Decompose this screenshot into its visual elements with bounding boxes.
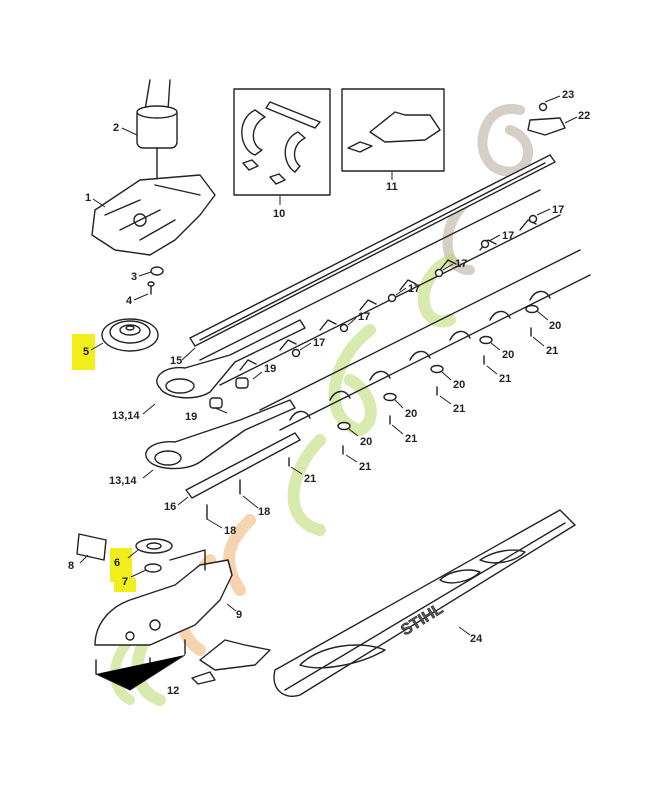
label-7: 7	[122, 576, 128, 588]
label-17d: 17	[408, 283, 420, 295]
label-17b: 17	[502, 230, 514, 242]
label-16: 16	[164, 501, 176, 513]
label-21d: 21	[405, 433, 417, 445]
label-17e: 17	[358, 311, 370, 323]
label-11: 11	[386, 181, 398, 193]
nuts-17	[291, 214, 538, 358]
label-15: 15	[170, 355, 182, 367]
screw-4	[147, 281, 155, 295]
label-17a: 17	[552, 204, 564, 216]
gearbox-housing	[91, 174, 216, 256]
electric-motor	[136, 79, 178, 181]
plate-8	[76, 533, 107, 561]
label-8: 8	[68, 560, 74, 572]
connecting-rod-lower	[145, 399, 296, 470]
callout-labels: 2 1 3 4 5 6 7 8 9 10 11 12 13,14 13,14 1…	[68, 89, 590, 697]
washers-20	[337, 304, 539, 431]
gasket	[199, 639, 271, 671]
washer-3	[150, 266, 164, 276]
label-22: 22	[578, 110, 590, 122]
label-21e: 21	[359, 461, 371, 473]
label-20a: 20	[549, 320, 561, 332]
label-20e: 20	[360, 436, 372, 448]
screws-18	[206, 479, 241, 520]
blade-guard: STIHL	[273, 509, 576, 697]
label-1: 1	[85, 192, 91, 204]
plate-16	[185, 432, 301, 499]
highlight-6-7-lower	[114, 578, 136, 592]
gear-wheel	[101, 318, 159, 352]
gasket-kit-box	[341, 88, 445, 180]
label-21c: 21	[453, 403, 465, 415]
guide-rail	[189, 154, 556, 347]
label-19b: 19	[185, 411, 197, 423]
sleeve-19a	[235, 377, 249, 389]
label-18a: 18	[258, 506, 270, 518]
foam-kit-box	[233, 88, 331, 205]
label-12: 12	[167, 685, 179, 697]
label-19a: 19	[264, 363, 276, 375]
label-21b: 21	[499, 373, 511, 385]
label-23: 23	[562, 89, 574, 101]
screws-21	[288, 327, 532, 467]
end-plate-22	[527, 117, 566, 136]
label-24: 24	[470, 633, 483, 645]
label-21a: 21	[546, 345, 558, 357]
housing-cover	[94, 549, 233, 646]
label-13-14-lower: 13,14	[109, 475, 137, 487]
label-17c: 17	[455, 258, 467, 270]
label-2: 2	[113, 122, 119, 134]
sleeve-19b	[209, 397, 223, 409]
label-9: 9	[236, 609, 242, 621]
label-18b: 18	[224, 525, 236, 537]
leader-lines	[79, 95, 578, 636]
label-6: 6	[114, 557, 120, 569]
label-21f: 21	[304, 473, 316, 485]
label-4: 4	[126, 295, 133, 307]
label-10: 10	[273, 208, 285, 220]
label-13-14-upper: 13,14	[112, 410, 140, 422]
label-20b: 20	[502, 349, 514, 361]
label-20c: 20	[453, 379, 465, 391]
ring-7	[144, 563, 162, 573]
connecting-rod-upper	[156, 319, 306, 399]
label-3: 3	[131, 271, 137, 283]
highlight-5	[72, 334, 95, 370]
label-17f: 17	[313, 337, 325, 349]
blade-lower	[259, 249, 591, 431]
highlight-6-7	[110, 548, 132, 582]
label-20d: 20	[405, 408, 417, 420]
label-5: 5	[83, 346, 89, 358]
nut-23	[538, 102, 548, 112]
washer-6	[135, 538, 173, 554]
